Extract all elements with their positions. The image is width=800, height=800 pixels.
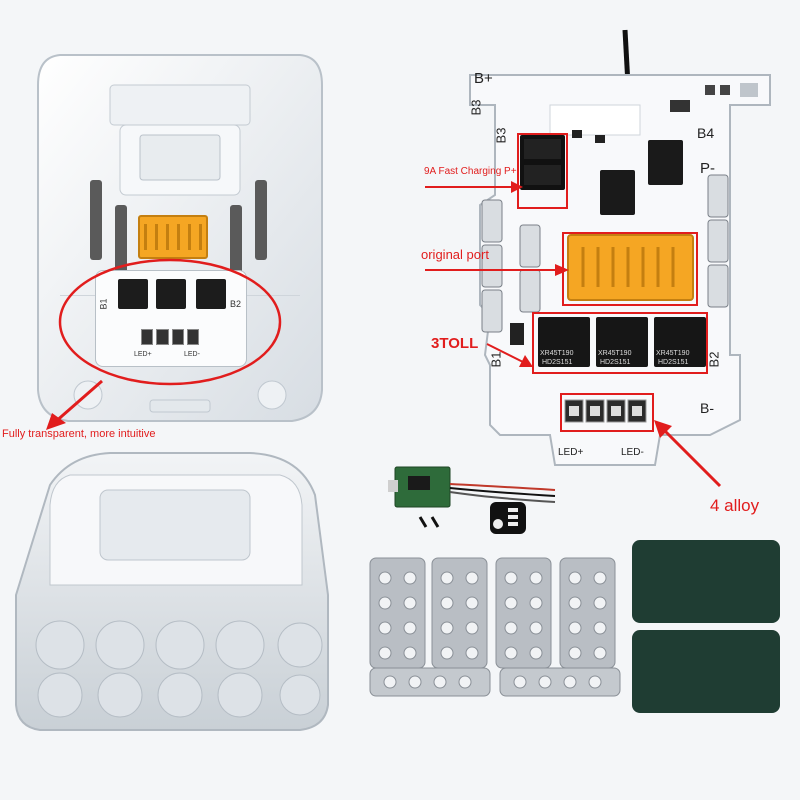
- mosfet-marking-1a: XR45T190: [540, 350, 574, 357]
- shell-orange-connector: [138, 215, 208, 259]
- battery-case: [15, 452, 329, 731]
- highlight-fast-charging-box: [517, 133, 568, 209]
- original-port-arrow: [425, 264, 569, 276]
- mosfet-marking-3a: XR45T190: [656, 350, 690, 357]
- insulation-pad-bottom: [632, 630, 780, 713]
- highlight-original-port-box: [562, 232, 698, 306]
- transparent-arrow: [46, 379, 103, 430]
- highlight-toll-box: [532, 312, 708, 374]
- pcb-label-p-minus: P-: [700, 160, 715, 177]
- fast-charging-annotation: 9A Fast Charging P+: [424, 166, 517, 177]
- fast-charging-arrow: [425, 181, 523, 193]
- pcb-label-led-minus: LED-: [621, 447, 644, 458]
- pcb-label-b4: B4: [697, 125, 715, 141]
- alloy-arrow: [654, 420, 722, 488]
- accessory-parts: [388, 466, 556, 534]
- pcb-label-b-minus: B-: [700, 400, 714, 416]
- alloy-annotation: 4 alloy: [710, 496, 760, 515]
- mosfet-marking-2b: HD2S151: [600, 359, 631, 366]
- small-bms-board: B1 B2 LED+ LED-: [95, 270, 247, 367]
- mosfet-marking-1b: HD2S151: [542, 359, 573, 366]
- insulation-pad-top: [632, 540, 780, 623]
- mosfet-marking-2a: XR45T190: [598, 350, 632, 357]
- highlight-alloy-box: [560, 393, 654, 432]
- pcb-label-led-plus: LED+: [558, 447, 584, 458]
- highlight-ellipse: [58, 258, 282, 386]
- small-board-led-minus: LED-: [184, 351, 200, 358]
- pcb-label-b3: B3: [468, 99, 484, 116]
- mosfet-marking-3b: HD2S151: [658, 359, 689, 366]
- main-bms-pcb: [469, 29, 771, 466]
- pcb-label-b2: B2: [706, 351, 722, 368]
- pcb-label-b-plus: B+: [474, 70, 493, 87]
- toll-arrow: [486, 343, 533, 367]
- transparent-annotation: Fully transparent, more intuitive: [2, 428, 156, 440]
- original-port-annotation: original port: [421, 247, 489, 262]
- pcb-label-b3b: B3: [493, 127, 509, 144]
- toll-annotation: 3TOLL: [431, 335, 479, 352]
- small-board-b2: B2: [230, 299, 242, 309]
- nickel-strips: [369, 557, 621, 697]
- small-board-led-plus: LED+: [134, 351, 152, 358]
